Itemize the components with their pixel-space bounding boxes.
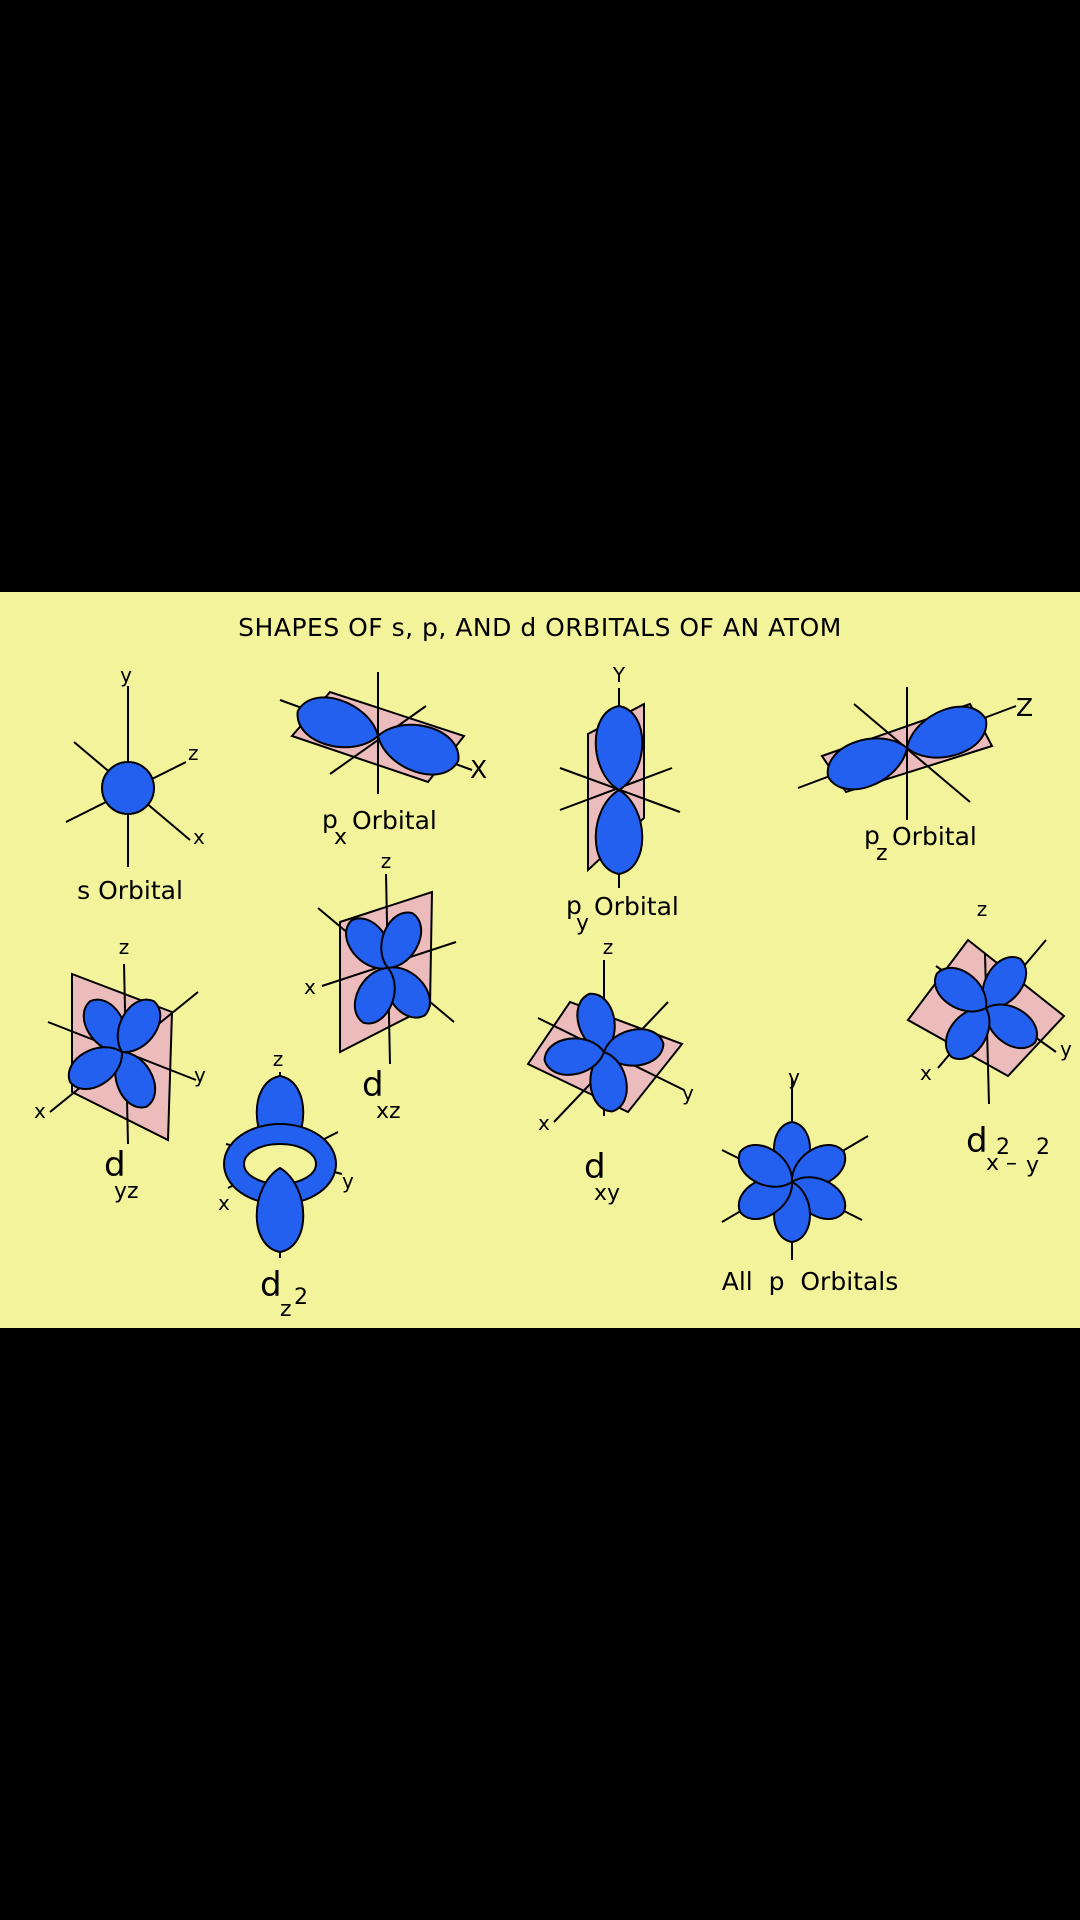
py-p-letter: p — [566, 891, 582, 920]
dyz-d-letter: d — [104, 1145, 126, 1185]
dz2-y-label: y — [342, 1169, 354, 1193]
pz-caption: Orbital — [892, 822, 977, 851]
dxz-z-label: z — [381, 849, 392, 873]
dz2-z-label: z — [273, 1047, 284, 1071]
dyz-z-label: z — [119, 935, 130, 959]
dx2y2-sub-y: y — [1026, 1153, 1039, 1178]
py-caption: Orbital — [594, 892, 679, 921]
dz2-orbital: z y x d z 2 — [218, 1047, 354, 1322]
pz-orbital: Z p z Orbital — [797, 687, 1033, 866]
px-subscript: x — [334, 825, 347, 850]
dyz-subscript: yz — [114, 1179, 139, 1204]
s-orbital-sphere — [101, 761, 155, 815]
s-orbital: y z x s Orbital — [65, 663, 205, 905]
dyz-y-label: y — [194, 1063, 206, 1087]
dxy-orbital: z y x d xy — [526, 935, 694, 1206]
dz2-subscript: z — [280, 1297, 292, 1322]
px-p-letter: p — [322, 805, 338, 834]
dxz-d-letter: d — [362, 1065, 384, 1105]
dxy-y-label: y — [682, 1081, 694, 1105]
dx2y2-y-label: y — [1060, 1037, 1072, 1061]
dxz-x-label: x — [304, 975, 316, 999]
dyz-x-label: x — [34, 1099, 46, 1123]
all-p-caption: All p Orbitals — [722, 1267, 899, 1296]
dx2y2-sub-x: x — [986, 1151, 999, 1176]
dx2y2-minus: – — [1006, 1151, 1017, 1176]
s-z-label: z — [188, 741, 199, 765]
dxy-subscript: xy — [594, 1181, 620, 1206]
dxy-z-label: z — [603, 935, 614, 959]
orbital-diagram: SHAPES OF s, p, AND d ORBITALS OF AN ATO… — [34, 613, 1072, 1322]
dx2y2-z-label: z — [977, 897, 988, 921]
py-subscript: y — [576, 911, 589, 936]
pz-axis-label: Z — [1016, 693, 1033, 722]
diagram-panel: SHAPES OF s, p, AND d ORBITALS OF AN ATO… — [0, 592, 1080, 1328]
dz2-d-letter: d — [260, 1265, 282, 1305]
s-orbital-caption: s Orbital — [77, 876, 183, 905]
diagram-title: SHAPES OF s, p, AND d ORBITALS OF AN ATO… — [238, 613, 842, 642]
dz2-superscript: 2 — [294, 1285, 308, 1310]
dx2y2-sup-1: 2 — [996, 1135, 1010, 1160]
dx2y2-d-letter: d — [966, 1121, 988, 1161]
px-axis-label: X — [470, 755, 487, 784]
dxz-subscript: xz — [376, 1099, 401, 1124]
dxy-x-label: x — [538, 1111, 550, 1135]
s-y-label: y — [120, 663, 132, 687]
dyz-orbital: z y x d yz — [34, 935, 206, 1204]
dz2-x-label: x — [218, 1191, 230, 1215]
px-caption: Orbital — [352, 806, 437, 835]
dxy-d-letter: d — [584, 1147, 606, 1187]
dx2y2-x-label: x — [920, 1061, 932, 1085]
dx2y2-sup-2: 2 — [1036, 1135, 1050, 1160]
pz-p-letter: p — [864, 821, 880, 850]
px-orbital: X p x Orbital — [279, 672, 487, 850]
py-orbital: Y p y Orbital — [559, 663, 681, 936]
dxz-orbital: z x d xz — [304, 849, 457, 1124]
all-p-orbitals: y All p Orbitals — [721, 1065, 899, 1296]
all-p-y-label: y — [788, 1065, 800, 1089]
py-axis-label: Y — [612, 663, 626, 687]
dx2y2-orbital: z y x d x 2 – y 2 — [906, 897, 1072, 1178]
s-x-label: x — [193, 825, 205, 849]
pz-subscript: z — [876, 841, 888, 866]
